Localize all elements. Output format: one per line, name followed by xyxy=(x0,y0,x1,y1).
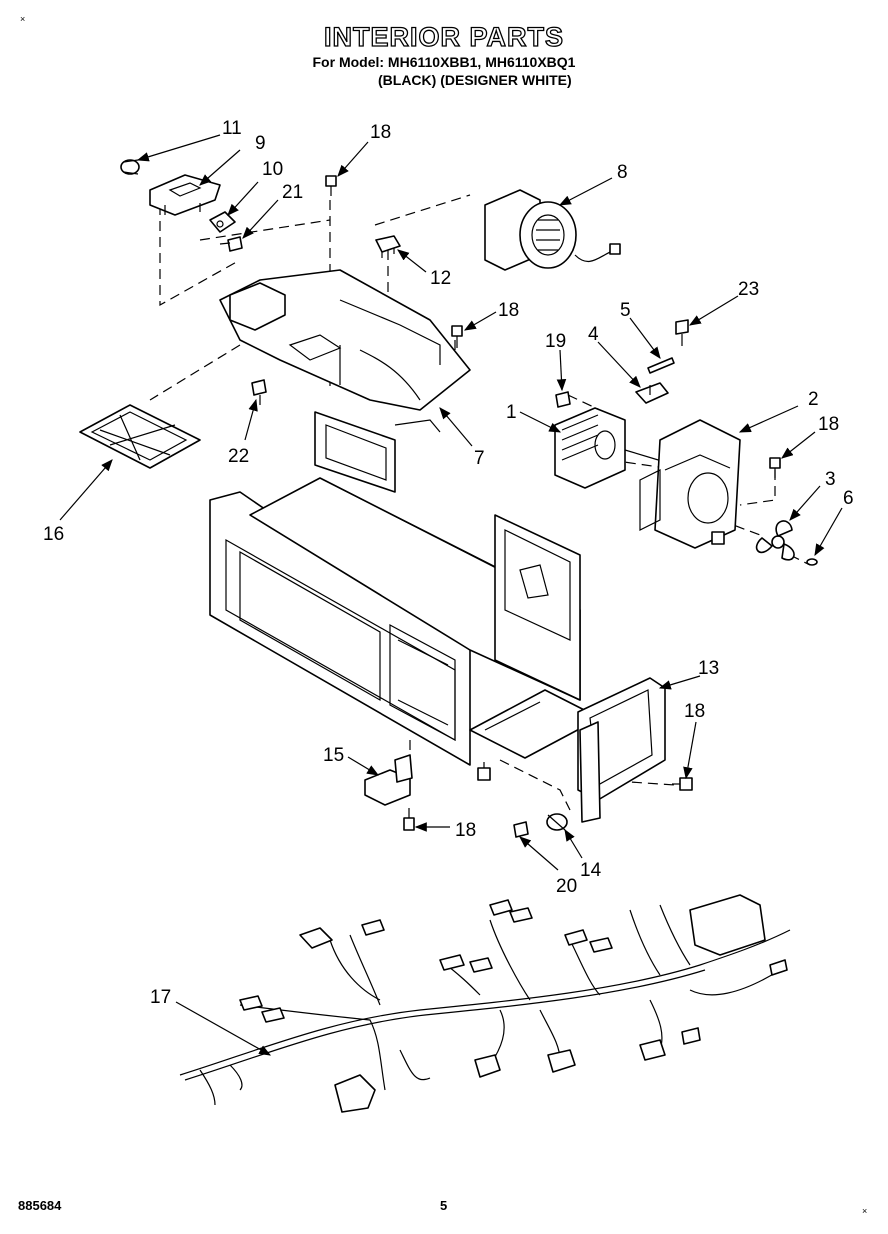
corner-mark: × xyxy=(862,1206,868,1216)
callout-11: 11 xyxy=(222,118,242,139)
callout-22: 22 xyxy=(228,446,249,467)
callout-14: 14 xyxy=(580,860,602,881)
light-bulb-part xyxy=(120,159,140,175)
callout-4: 4 xyxy=(588,324,599,345)
callout-17: 17 xyxy=(150,987,171,1008)
corner-mark: × xyxy=(20,14,26,24)
callout-labels: 11 9 10 21 18 8 12 18 5 23 19 4 1 2 18 3… xyxy=(43,118,854,1008)
callout-13: 13 xyxy=(698,658,719,679)
hinge-bracket-part xyxy=(635,382,669,404)
screw-22-part xyxy=(251,379,267,405)
callout-6: 6 xyxy=(843,488,854,509)
wire-harness-part xyxy=(179,894,791,1113)
model-line: For Model: MH6110XBB1, MH6110XBQ1 xyxy=(312,54,576,70)
lamp-housing-part xyxy=(149,174,221,216)
callout-10: 10 xyxy=(262,159,283,180)
callout-23: 23 xyxy=(738,279,759,300)
blower-motor-part xyxy=(484,189,621,271)
screw-18-part xyxy=(325,175,781,831)
fan-blade-part xyxy=(755,520,795,561)
thermostat-part xyxy=(546,813,568,831)
callout-15: 15 xyxy=(323,745,344,766)
leader-arrows xyxy=(59,134,843,1056)
air-duct-part xyxy=(219,269,471,433)
callout-9: 9 xyxy=(255,133,266,154)
lamp-socket-part xyxy=(209,211,236,233)
callout-3: 3 xyxy=(825,469,836,490)
mounting-bracket-part xyxy=(364,754,413,806)
callout-18: 18 xyxy=(684,701,705,722)
callout-5: 5 xyxy=(620,300,631,321)
callout-2: 2 xyxy=(808,389,819,410)
callout-19: 19 xyxy=(545,331,566,352)
callout-18: 18 xyxy=(370,122,391,143)
screw-19-part xyxy=(555,391,571,408)
filter-part xyxy=(79,404,201,469)
oven-cavity-part xyxy=(209,411,601,766)
page-number: 5 xyxy=(440,1198,448,1213)
page-title: INTERIOR PARTS xyxy=(323,21,564,52)
screw-21-part xyxy=(219,236,243,252)
document-number: 885684 xyxy=(18,1198,62,1213)
screw-23-part xyxy=(675,319,689,346)
callout-16: 16 xyxy=(43,524,64,545)
callout-1: 1 xyxy=(506,402,517,423)
callout-12: 12 xyxy=(430,268,451,289)
screw-20-part xyxy=(513,821,529,838)
choke-frame-part xyxy=(577,677,666,823)
callout-21: 21 xyxy=(282,182,303,203)
callout-18: 18 xyxy=(455,820,476,841)
callout-8: 8 xyxy=(617,162,628,183)
callout-20: 20 xyxy=(556,876,577,897)
callout-18: 18 xyxy=(818,414,839,435)
hinge-pin-part xyxy=(647,357,675,374)
clip-part xyxy=(806,558,818,566)
thermal-cutout-part xyxy=(375,235,401,258)
variant-line: (BLACK) (DESIGNER WHITE) xyxy=(378,72,572,88)
callout-7: 7 xyxy=(474,448,485,469)
fan-housing-part xyxy=(639,419,741,549)
callout-18: 18 xyxy=(498,300,519,321)
